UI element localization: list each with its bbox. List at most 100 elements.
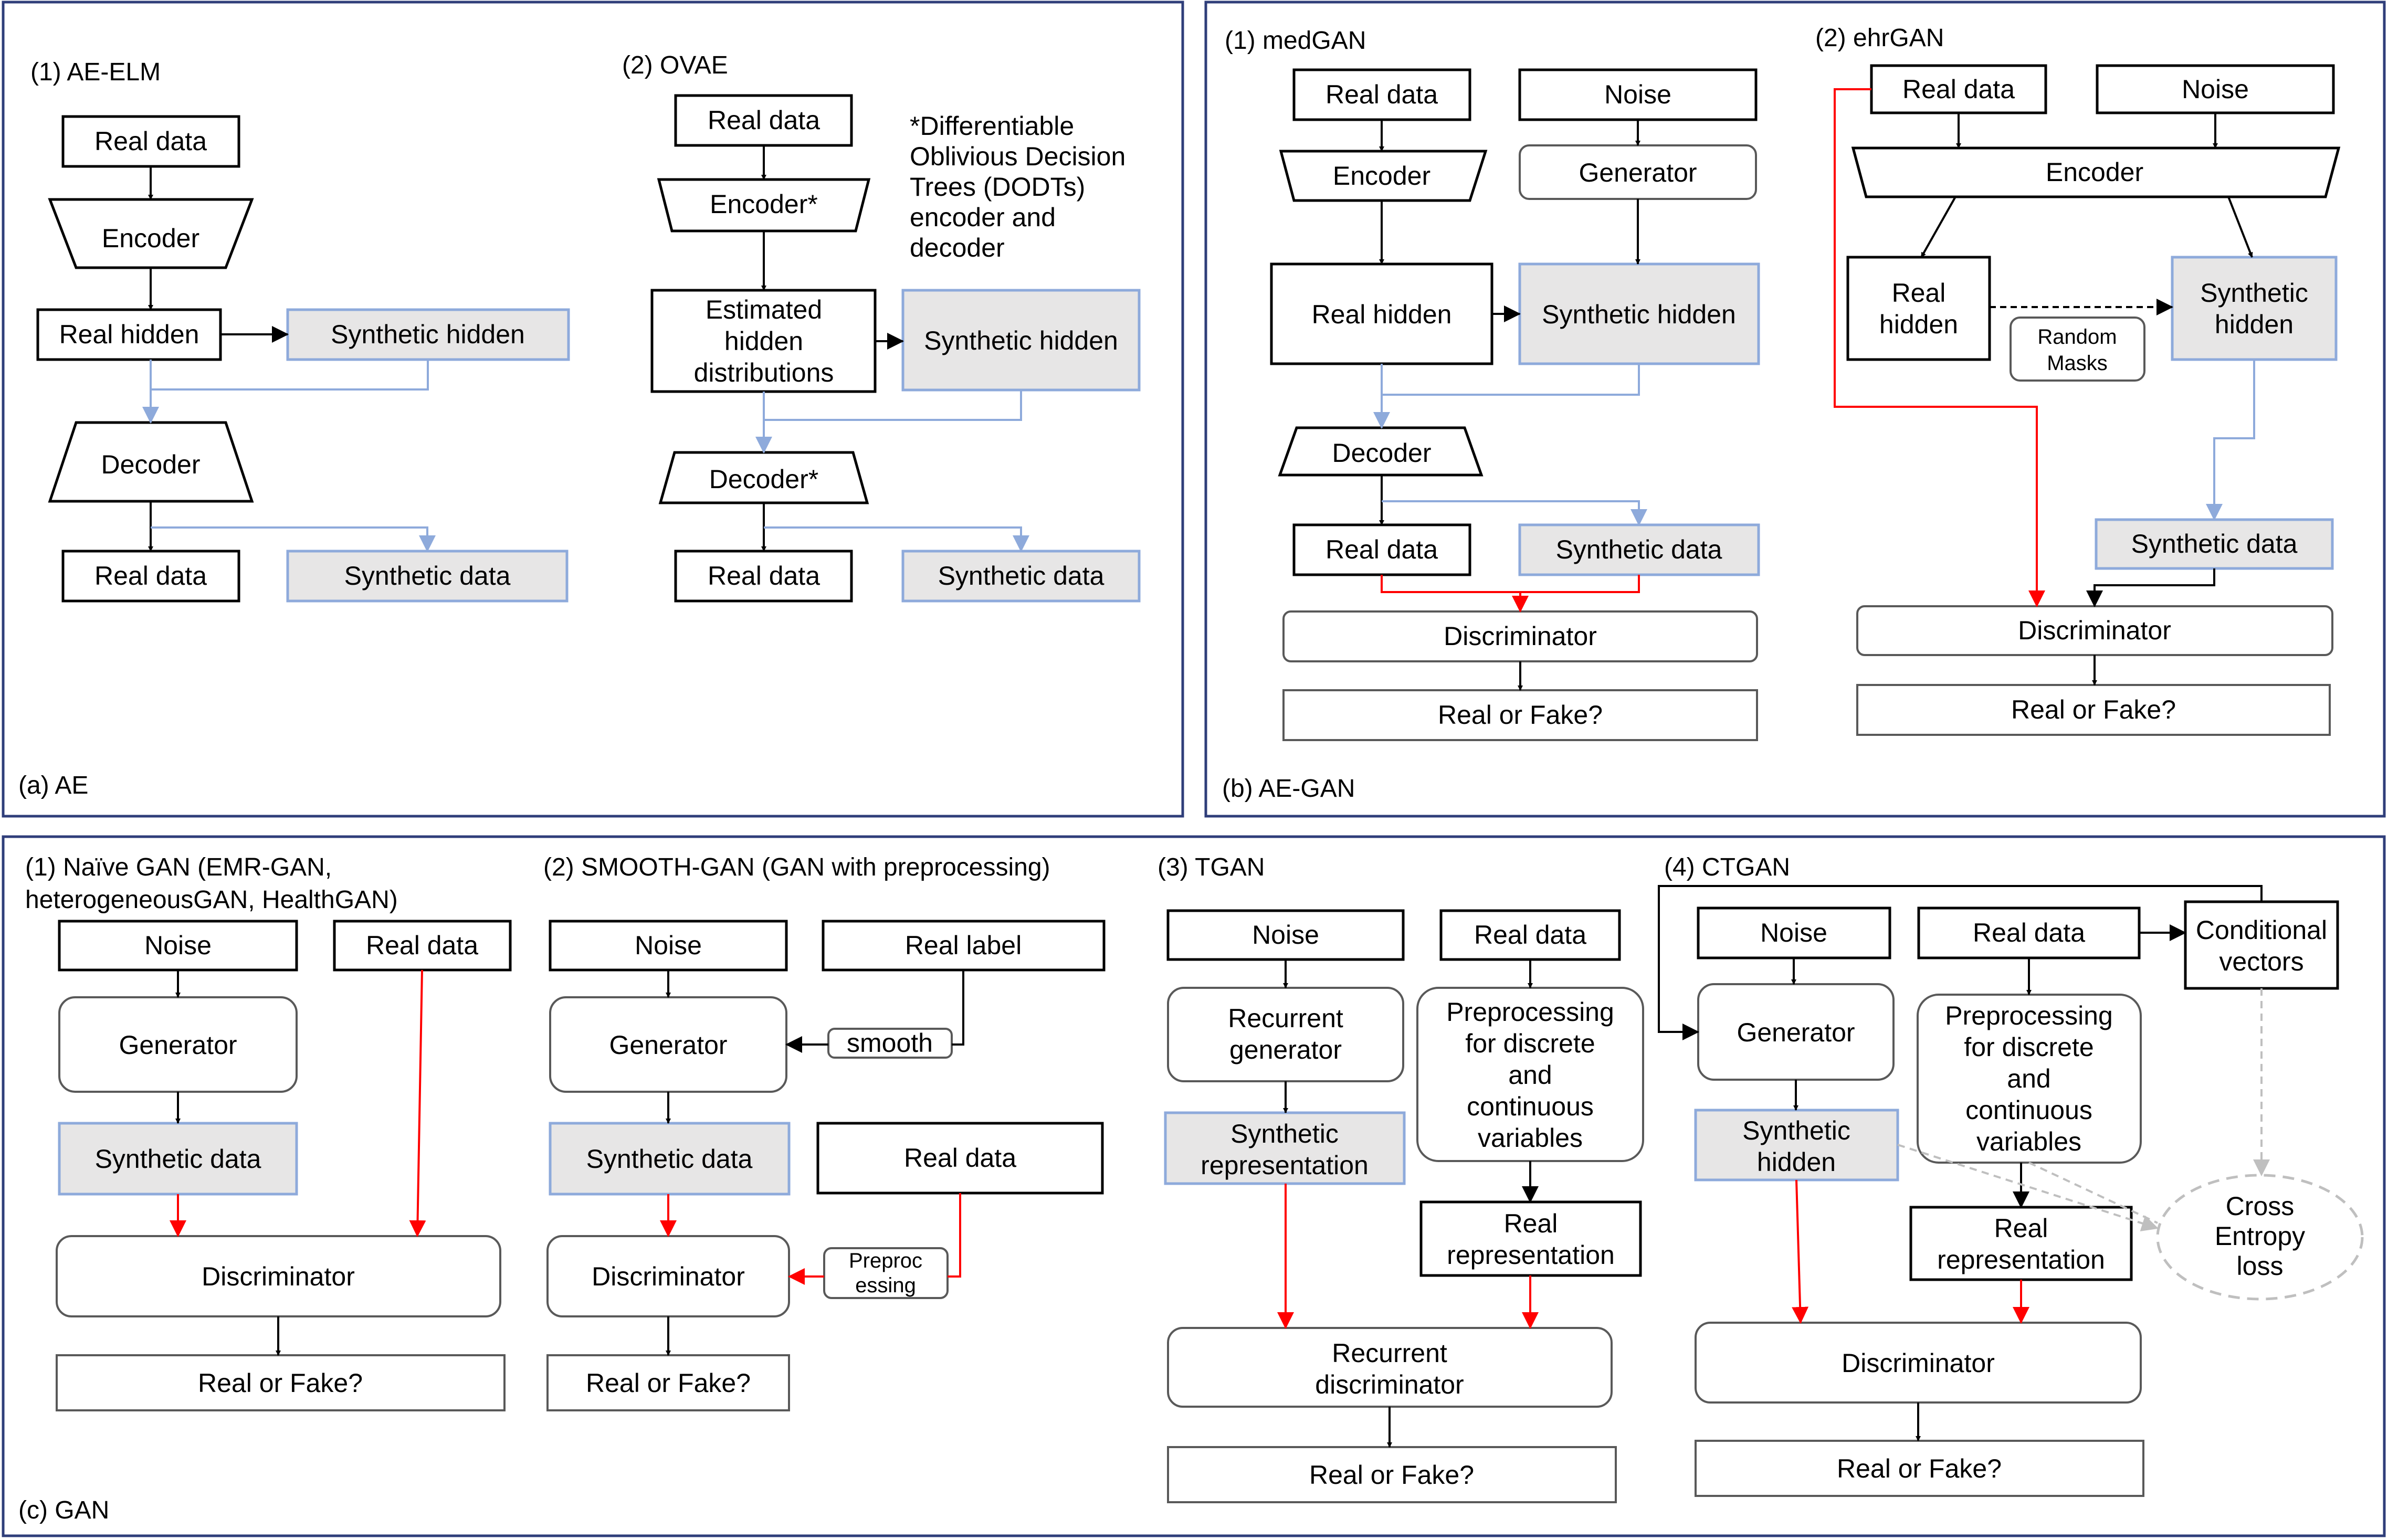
ctgan-preprocessing-line-4: continuous — [1965, 1095, 2092, 1125]
ctgan-arrow-synthetic-loss — [1897, 1144, 2159, 1232]
ehrgan-real-or-fake-box — [1856, 684, 2331, 736]
ae-elm-real-hidden-label: Real hidden — [59, 320, 199, 349]
ctgan-preprocessing-line-5: variables — [1976, 1127, 2081, 1156]
medgan-real-hidden-label: Real hidden — [1312, 300, 1452, 329]
ovae-synthetic-data-label: Synthetic data — [938, 561, 1104, 590]
ae-elm-decoder-shape — [48, 421, 254, 503]
tgan-noise-box — [1166, 909, 1405, 961]
ehrgan-encoder-shape — [1851, 146, 2341, 198]
ehrgan-random-masks-box — [2010, 317, 2145, 382]
smooth-gan-preprocessing-line-2: essing — [855, 1274, 916, 1297]
medgan-real-data-label: Real data — [1326, 80, 1438, 109]
naive-gan-diagram: (1) Naïve GAN (EMR-GAN, heterogeneousGAN… — [25, 853, 512, 1411]
medgan-encoder-label: Encoder — [1333, 161, 1430, 191]
ovae-arrow-decoder-synthetic — [764, 526, 1029, 552]
ae-elm-arrow-hidden-decoder — [151, 360, 429, 423]
ae-elm-synthetic-hidden-box — [286, 308, 570, 361]
tgan-preprocessing-line-2: for discrete — [1465, 1029, 1595, 1058]
ehrgan-noise-label: Noise — [2182, 75, 2249, 104]
tgan-preprocessing-line-1: Preprocessing — [1446, 997, 1614, 1027]
medgan-noise-label: Noise — [1604, 80, 1671, 109]
naive-gan-generator-label: Generator — [119, 1030, 237, 1060]
naive-gan-title-line-1: (1) Naïve GAN (EMR-GAN, — [25, 853, 332, 881]
tgan-noise-label: Noise — [1252, 920, 1319, 950]
ovae-decoder-label: Decoder* — [709, 465, 818, 494]
tgan-preprocessing-line-4: continuous — [1467, 1092, 1594, 1121]
ctgan-real-representation-line-2: representation — [1937, 1245, 2105, 1274]
tgan-recurrent-generator-box — [1167, 987, 1404, 1082]
medgan-arrow-decoder-synthetic — [1382, 500, 1647, 526]
smooth-gan-synthetic-data-label: Synthetic data — [586, 1144, 753, 1174]
panel-b-label: (b) AE-GAN — [1222, 775, 1355, 803]
ae-elm-encoder-shape — [48, 198, 254, 269]
naive-gan-arrow-real-discriminator — [409, 969, 426, 1237]
ehrgan-real-or-fake-label: Real or Fake? — [2011, 695, 2176, 724]
ae-elm-real-hidden-box — [36, 308, 222, 361]
ctgan-cross-entropy-line-3: loss — [2237, 1251, 2284, 1281]
tgan-real-representation-line-1: Real — [1504, 1209, 1558, 1238]
medgan-generator-label: Generator — [1579, 158, 1697, 187]
medgan-synthetic-hidden-box — [1518, 262, 1760, 365]
tgan-recurrent-generator-line-1: Recurrent — [1228, 1004, 1343, 1033]
naive-gan-noise-box — [58, 920, 298, 972]
ctgan-diagram: (4) CTGAN Noise Real data Conditional ve… — [1658, 853, 2364, 1497]
medgan-discriminator-label: Discriminator — [1444, 621, 1597, 651]
panel-c-label: (c) GAN — [18, 1496, 109, 1524]
ovae-note-line-1: *Differentiable — [910, 111, 1074, 141]
ae-elm-synthetic-data-label: Synthetic data — [344, 561, 511, 590]
medgan-real-or-fake-label: Real or Fake? — [1438, 700, 1603, 730]
ehrgan-synthetic-data-box — [2095, 518, 2334, 570]
tgan-synthetic-representation-line-2: representation — [1201, 1151, 1369, 1180]
ehrgan-real-data-label: Real data — [1902, 75, 2015, 104]
ae-elm-arrow-decoder-synthetic — [151, 526, 436, 552]
ehrgan-arrow-encoder-real-hidden — [1920, 196, 1956, 258]
naive-gan-title-line-2: heterogeneousGAN, HealthGAN) — [25, 886, 398, 914]
tgan-synthetic-representation-box — [1164, 1111, 1406, 1185]
ehrgan-real-hidden-line-2: hidden — [1879, 310, 1958, 339]
medgan-decoder-label: Decoder — [1332, 438, 1432, 468]
ctgan-synthetic-hidden-line-1: Synthetic — [1742, 1116, 1850, 1145]
ehrgan-discriminator-label: Discriminator — [2018, 616, 2171, 645]
ehrgan-arrow-encoder-synthetic-hidden — [2227, 196, 2253, 258]
ovae-note-line-2: Oblivious Decision — [910, 142, 1125, 171]
ovae-real-data-label: Real data — [708, 106, 820, 135]
smooth-gan-noise-box — [549, 920, 788, 972]
tgan-preprocessing-line-5: variables — [1478, 1123, 1583, 1153]
smooth-gan-line-real-preprocessing — [948, 1193, 961, 1278]
tgan-title: (3) TGAN — [1158, 853, 1265, 881]
ovae-title: (2) OVAE — [622, 51, 728, 79]
naive-gan-real-data-box — [333, 920, 512, 972]
medgan-arrow-hidden-decoder — [1382, 364, 1640, 428]
ctgan-generator-label: Generator — [1737, 1018, 1855, 1047]
ae-elm-real-data-out-label: Real data — [94, 561, 207, 590]
panel-a-frame — [2, 1, 1184, 818]
ehrgan-synthetic-hidden-box — [2171, 256, 2338, 361]
ehrgan-real-hidden-box — [1846, 256, 1991, 361]
ae-elm-synthetic-hidden-label: Synthetic hidden — [331, 320, 525, 349]
ehrgan-real-data-box — [1870, 64, 2047, 114]
panel-c-frame — [2, 835, 2386, 1537]
naive-gan-synthetic-data-label: Synthetic data — [95, 1144, 261, 1174]
ctgan-cross-entropy-line-2: Entropy — [2215, 1221, 2305, 1251]
ctgan-preprocessing-line-2: for discrete — [1964, 1032, 2094, 1062]
ehrgan-diagram: (2) ehrGAN Real data Noise Encoder Real … — [1815, 24, 2341, 736]
ae-elm-encoder-label: Encoder — [102, 224, 199, 253]
medgan-synthetic-hidden-label: Synthetic hidden — [1542, 300, 1736, 329]
smooth-gan-real-label-box — [822, 920, 1106, 972]
smooth-gan-smooth-label: smooth — [847, 1028, 933, 1058]
tgan-recurrent-discriminator-line-2: discriminator — [1315, 1370, 1464, 1399]
ctgan-arrow-conditional-generator — [1658, 885, 2263, 1040]
ehrgan-title: (2) ehrGAN — [1815, 24, 1944, 52]
ehrgan-arrow-synthetic-discriminator — [2086, 568, 2215, 607]
smooth-gan-preprocessing-box — [823, 1247, 949, 1299]
ae-elm-decoder-label: Decoder — [101, 450, 201, 479]
smooth-gan-diagram: (2) SMOOTH-GAN (GAN with preprocessing) … — [543, 853, 1106, 1411]
ehrgan-arrow-real-discriminator — [1834, 88, 2045, 607]
ae-elm-title: (1) AE-ELM — [30, 58, 161, 86]
ovae-note: *Differentiable Oblivious Decision Trees… — [910, 111, 1125, 262]
ctgan-conditional-vectors-line-2: vectors — [2219, 947, 2303, 976]
ctgan-conditional-vectors-box — [2184, 900, 2339, 990]
ovae-estimated-line-2: hidden — [724, 326, 803, 356]
ehrgan-synthetic-hidden-line-1: Synthetic — [2200, 278, 2308, 308]
